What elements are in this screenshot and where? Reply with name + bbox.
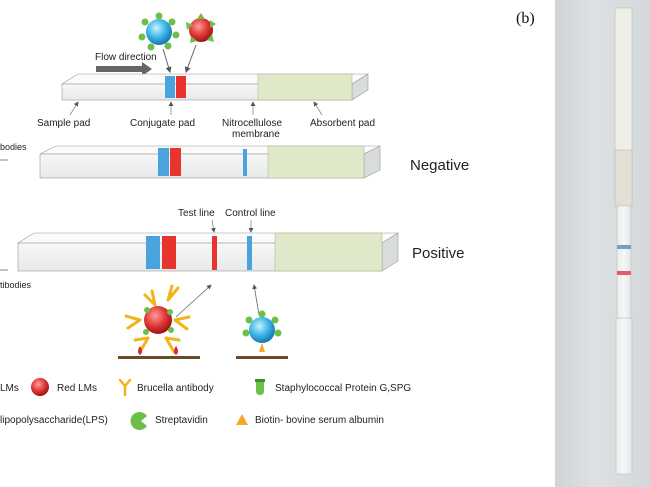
negative-side-label: bodies [0,142,27,152]
test-strip-positive [16,232,400,272]
absorbent-pad [257,73,353,101]
legend-red-lms-label: Red LMs [57,383,97,394]
negative-result-label: Negative [410,157,469,174]
lfa-schematic: Flow direction Sample pad Conjugate pad … [0,12,469,430]
control-line-negative [243,149,247,176]
test-strip-unused [60,73,370,101]
nitrocellulose-label: Nitrocellulose [222,118,282,129]
photo-control-line [617,245,631,249]
absorbent-pad [267,145,365,179]
control-line-label: Control line [225,208,276,219]
positive-result-label: Positive [412,245,465,262]
absorbent-pad-label: Absorbent pad [310,118,375,129]
control-line-positive [247,236,252,270]
legend-biotin-bsa-label: Biotin- bovine serum albumin [255,415,384,426]
photo-panel: (b) [500,0,650,487]
legend-lps-label: lipopolysaccharide(LPS) [0,415,108,426]
photo-test-strip [614,7,633,475]
spg-icon [255,379,265,395]
positive-side-label: tibodies [0,280,32,290]
blue-lm-conjugate-icon [138,12,180,73]
test-line-positive [212,236,217,270]
photo-test-line [617,271,631,275]
conjugate-red-band [170,148,181,176]
legend-brucella-antibody-label: Brucella antibody [137,383,214,394]
conjugate-blue-band [158,148,169,176]
conjugate-blue-band [146,236,160,269]
conjugate-pad-label: Conjugate pad [130,118,195,129]
flow-direction-label: Flow direction [95,52,157,63]
test-strip-negative [39,145,381,179]
sample-pad-label: Sample pad [37,118,90,129]
conjugate-pad-blue-band [165,76,175,98]
test-line-label: Test line [178,208,215,219]
photo-background [555,0,650,487]
red-lm-conjugate-icon [184,13,216,73]
membrane-label: membrane [232,129,280,140]
conjugate-red-band [162,236,176,269]
panel-label-b: (b) [516,10,535,27]
legend-streptavidin-label: Streptavidin [155,415,208,426]
conjugate-pad-red-band [176,76,186,98]
antibody-icon [118,378,132,397]
legend: LMs Red LMs Brucella antibody Staphyloco… [0,378,411,430]
flow-direction-arrow [96,62,152,76]
absorbent-pad [274,232,383,272]
legend-blue-lms-label: LMs [0,383,19,394]
biotin-icon [236,414,248,425]
streptavidin-icon [130,411,147,430]
red-lm-icon [31,378,49,396]
control-line-capture-complex [236,284,288,359]
legend-spg-label: Staphylococcal Protein G,SPG [275,383,411,394]
test-line-capture-complex [118,284,212,359]
